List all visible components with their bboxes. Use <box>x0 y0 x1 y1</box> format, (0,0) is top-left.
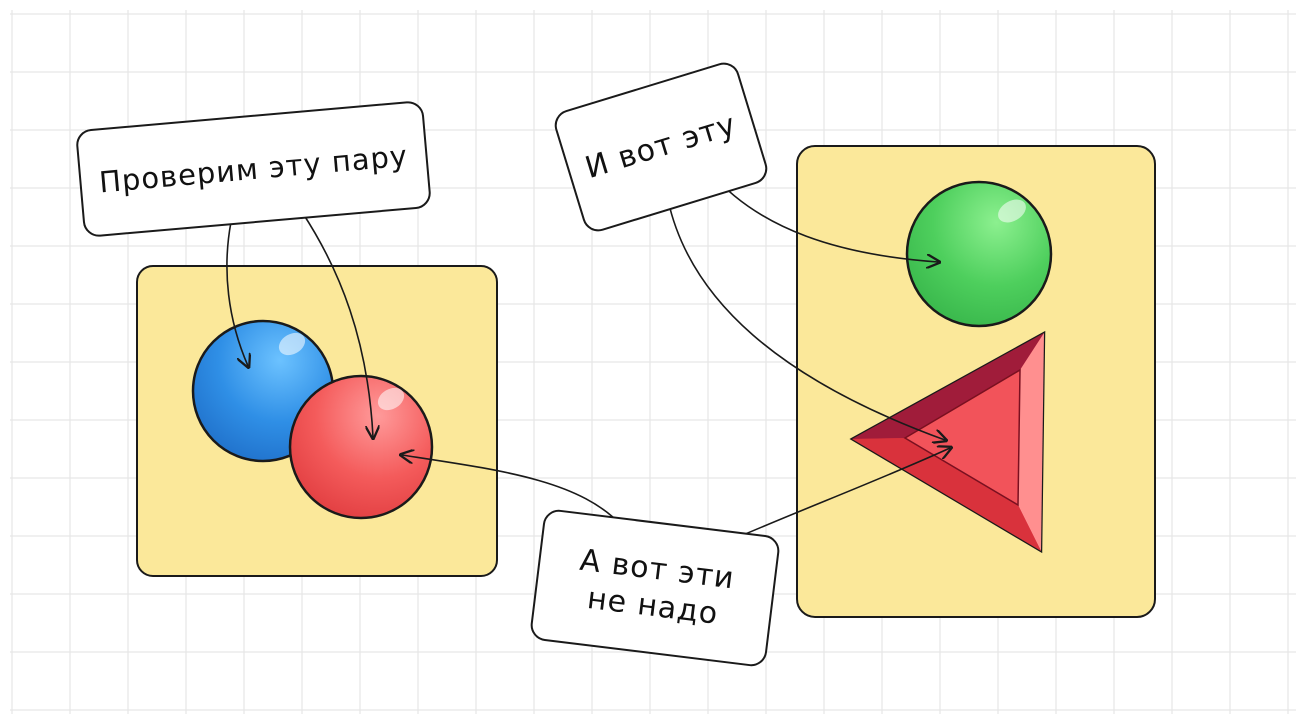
arrow-to-red-ball <box>301 211 373 437</box>
arrow-from-bottom-to-red-ball <box>402 455 623 527</box>
arrow-from-bottom-to-triangle <box>721 448 950 545</box>
red-ball <box>288 374 434 520</box>
arrow-to-blue-ball <box>226 221 248 366</box>
arrow-to-green-ball <box>709 171 938 262</box>
green-ball <box>905 180 1053 328</box>
connectors <box>226 171 950 545</box>
arrow-to-triangle-top <box>667 199 945 440</box>
